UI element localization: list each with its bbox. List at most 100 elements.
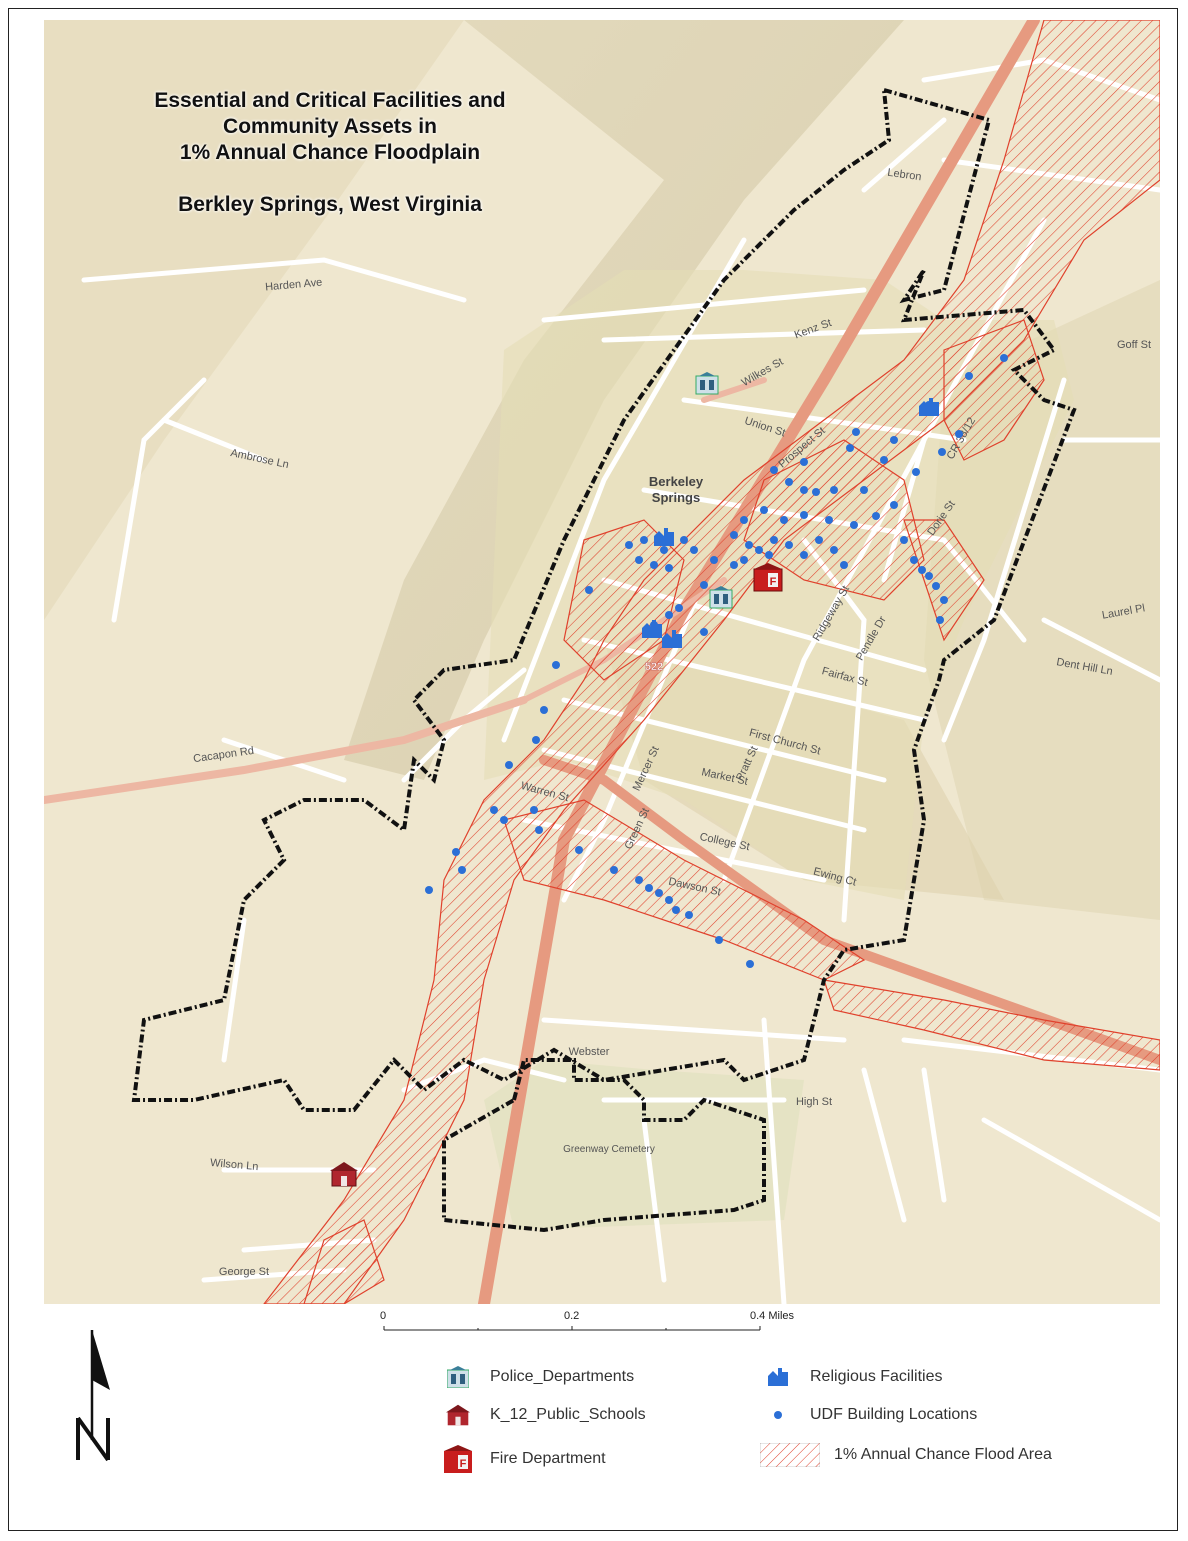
udf-point [500,816,508,824]
udf-point [530,806,538,814]
udf-point [800,551,808,559]
label-george: George St [219,1266,269,1278]
udf-point [846,444,854,452]
udf-point [760,506,768,514]
religious-legend-icon [760,1365,796,1389]
legend-flood: 1% Annual Chance Flood Area [760,1443,1052,1467]
svg-text:F: F [770,576,777,588]
udf-point [880,456,888,464]
udf-point [955,430,963,438]
udf-point [912,468,920,476]
school-icon [330,1162,358,1187]
religious-facility-icon [654,528,674,546]
police-department-icon [709,586,733,609]
town-label-line2: Springs [652,490,700,505]
legend-police-label: Police_Departments [490,1368,635,1385]
udf-point-icon [760,1403,796,1427]
udf-point [535,826,543,834]
udf-point [910,556,918,564]
udf-point [938,448,946,456]
udf-point [700,628,708,636]
udf-point [680,536,688,544]
udf-point [740,556,748,564]
north-arrow [76,1330,110,1462]
udf-point [685,911,693,919]
police-icon [440,1365,476,1389]
hill-shade-west [44,20,464,620]
udf-point [730,531,738,539]
udf-point [665,564,673,572]
udf-point [785,478,793,486]
udf-building-locations [425,354,1008,968]
hill-shade-ridge [344,20,904,780]
udf-point [532,736,540,744]
udf-point [552,661,560,669]
udf-point [690,546,698,554]
udf-point [925,572,933,580]
udf-point [812,488,820,496]
udf-point [890,501,898,509]
udf-point [830,546,838,554]
map-canvas: Wilkes St Kenz St Union St Fairfax St Fi… [44,20,1160,1304]
label-goff: Goff St [1117,339,1151,351]
udf-point [710,556,718,564]
udf-point [800,511,808,519]
legend-religious-label: Religious Facilities [810,1368,943,1385]
label-high: High St [796,1096,832,1108]
udf-point [932,582,940,590]
town-label-line1: Berkeley [649,474,704,489]
udf-point [936,616,944,624]
udf-point [645,884,653,892]
title-line-3: 1% Annual Chance Floodplain [179,141,481,164]
udf-point [745,541,753,549]
udf-point [655,889,663,897]
udf-point [458,866,466,874]
label-harden: Harden Ave [265,277,323,294]
udf-point [540,706,548,714]
udf-point [635,876,643,884]
udf-point [610,866,618,874]
legend-fire-label: Fire Department [490,1450,606,1467]
school-legend-icon [440,1403,476,1427]
udf-point [660,546,668,554]
udf-point [815,536,823,544]
map-frame [8,8,1178,1531]
udf-point [825,516,833,524]
legend-schools-label: K_12_Public_Schools [490,1406,646,1423]
legend-police: Police_Departments [440,1365,634,1389]
udf-point [872,512,880,520]
title-line-2: Community Assets in [223,115,437,138]
religious-facilities [642,398,939,648]
municipal-boundary [131,87,1077,1112]
udf-point [765,551,773,559]
label-cemetery: Greenway Cemetery [563,1144,655,1155]
scale-bar: 0 0.2 0.4 Miles [380,1310,794,1340]
legend-udf: UDF Building Locations [760,1403,977,1427]
udf-point [780,516,788,524]
scale-tick-02: 0.2 [564,1310,580,1322]
udf-point [650,561,658,569]
label-route-522: 522 [645,661,663,673]
udf-point [575,846,583,854]
udf-point [785,541,793,549]
municipal-boundary-south [442,1058,766,1233]
udf-point [746,960,754,968]
flood-area [263,20,1160,1304]
udf-point [900,536,908,544]
udf-point [730,561,738,569]
svg-text:F: F [460,1458,467,1470]
udf-point [740,516,748,524]
udf-point [965,372,973,380]
udf-point [860,486,868,494]
udf-point [918,566,926,574]
legend-religious: Religious Facilities [760,1365,943,1389]
udf-point [850,521,858,529]
udf-point [505,761,513,769]
udf-point [585,586,593,594]
religious-facility-icon [919,398,939,416]
udf-point [425,886,433,894]
map-title: Essential and Critical Facilities and Co… [70,88,590,218]
fire-legend-icon: F [440,1445,476,1473]
udf-point [940,596,948,604]
fire-department-icon: F [753,563,783,592]
